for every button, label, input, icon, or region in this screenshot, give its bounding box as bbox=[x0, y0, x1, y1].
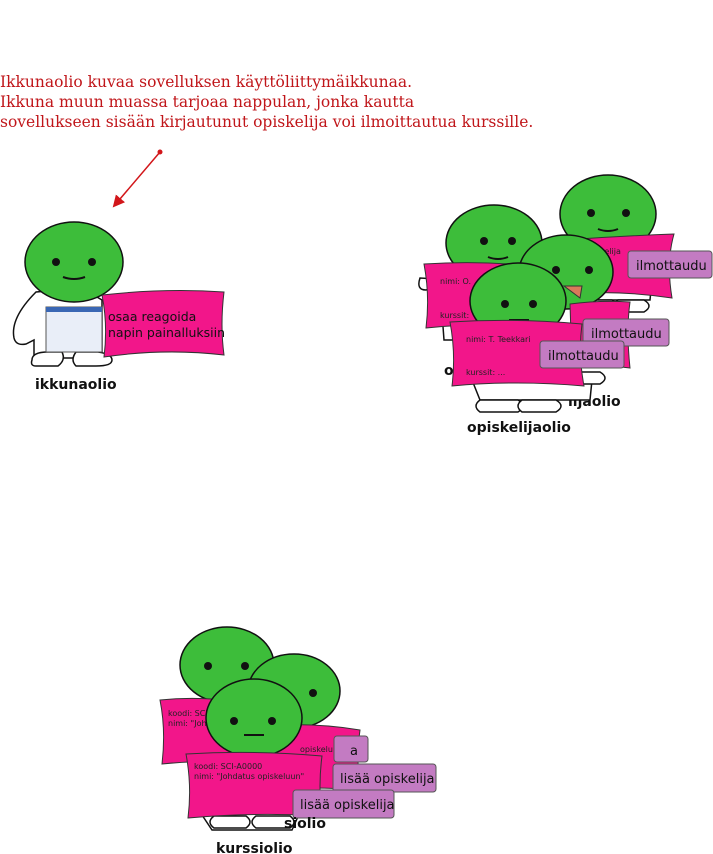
window-thumbnail-icon bbox=[45, 306, 103, 353]
course-objects-group: koodi: SCI- nimi: "Joh opiskeluun" a lis… bbox=[159, 626, 437, 854]
caption-line-1: Ikkunaolio kuvaa sovelluksen käyttöliitt… bbox=[0, 73, 413, 91]
eye bbox=[230, 717, 238, 725]
eye bbox=[204, 662, 212, 670]
middle-course-name: opiskeluun" bbox=[300, 745, 347, 754]
front-sign-name: nimi: T. Teekkari bbox=[466, 335, 530, 344]
student-objects-group: kelija ilmottaudu lijaolio nimi: O. kurs… bbox=[418, 174, 713, 436]
ability-sign bbox=[101, 290, 225, 358]
right-eye bbox=[88, 258, 96, 266]
front-student-foot bbox=[517, 399, 562, 413]
sign-line-2: napin painalluksiin bbox=[108, 325, 225, 340]
add-student-button-label: lisää opiskelija bbox=[340, 772, 435, 787]
student-object-label-partial: o bbox=[444, 363, 454, 379]
left-sign-name: nimi: O. bbox=[440, 277, 471, 286]
eye bbox=[508, 237, 516, 245]
smile bbox=[62, 276, 86, 280]
smile bbox=[597, 228, 619, 232]
eye bbox=[552, 266, 560, 274]
eye bbox=[309, 689, 317, 697]
left-eye bbox=[52, 258, 60, 266]
front-course-head bbox=[205, 678, 303, 758]
eye bbox=[587, 209, 595, 217]
eye bbox=[585, 266, 593, 274]
caption-line-3: sovellukseen sisään kirjautunut opiskeli… bbox=[0, 113, 534, 131]
back-course-code: koodi: SCI- bbox=[168, 709, 211, 718]
window-object-figure: osaa reagoida napin painalluksiin ikkuna… bbox=[12, 221, 225, 393]
window-titlebar bbox=[46, 307, 102, 312]
course-object-label-front: kurssiolio bbox=[216, 841, 293, 854]
eye bbox=[480, 237, 488, 245]
eye bbox=[529, 300, 537, 308]
arrow-line bbox=[112, 151, 161, 208]
explanation-text: Ikkunaolio kuvaa sovelluksen käyttöliitt… bbox=[0, 72, 713, 132]
eye bbox=[501, 300, 509, 308]
left-foot bbox=[30, 351, 65, 367]
front-student-foot bbox=[475, 399, 524, 413]
sign-line-1: osaa reagoida bbox=[108, 309, 196, 324]
smile bbox=[487, 256, 509, 260]
head bbox=[24, 221, 124, 303]
window-object-label: ikkunaolio bbox=[35, 377, 117, 393]
front-course-foot bbox=[251, 815, 295, 829]
enroll-button-label: ilmottaudu bbox=[591, 327, 662, 342]
pointer-arrow bbox=[112, 149, 163, 208]
back-course-name: nimi: "Joh bbox=[168, 719, 207, 728]
caption-line-2: Ikkuna muun muassa tarjoaa nappulan, jon… bbox=[0, 93, 415, 111]
course-object-label-back: siolio bbox=[284, 816, 326, 832]
front-course-foot bbox=[209, 815, 251, 829]
middle-student-mouth bbox=[562, 285, 583, 299]
add-student-button-partial[interactable] bbox=[333, 735, 369, 763]
add-student-button-label: lisää opiskelija bbox=[300, 798, 395, 813]
enroll-button-label: ilmottaudu bbox=[548, 349, 619, 364]
student-object-label-front: opiskelijaolio bbox=[467, 420, 571, 436]
front-sign-courses: kurssit: ... bbox=[466, 368, 505, 377]
front-student-sign bbox=[449, 319, 585, 387]
enroll-button[interactable] bbox=[539, 340, 625, 369]
eye bbox=[241, 662, 249, 670]
add-student-button-partial-label: a bbox=[350, 744, 358, 759]
enroll-button[interactable] bbox=[627, 250, 713, 279]
front-course-name: nimi: "Johdatus opiskeluun" bbox=[194, 772, 304, 781]
enroll-button-label: ilmottaudu bbox=[636, 259, 707, 274]
eye bbox=[268, 717, 276, 725]
back-sign-fragment: kelija bbox=[600, 247, 621, 256]
front-course-code: koodi: SCI-A0000 bbox=[194, 762, 262, 771]
eye bbox=[622, 209, 630, 217]
add-student-button[interactable] bbox=[292, 789, 395, 819]
enroll-button[interactable] bbox=[582, 318, 670, 347]
left-sign-courses: kurssit: bbox=[440, 311, 469, 320]
